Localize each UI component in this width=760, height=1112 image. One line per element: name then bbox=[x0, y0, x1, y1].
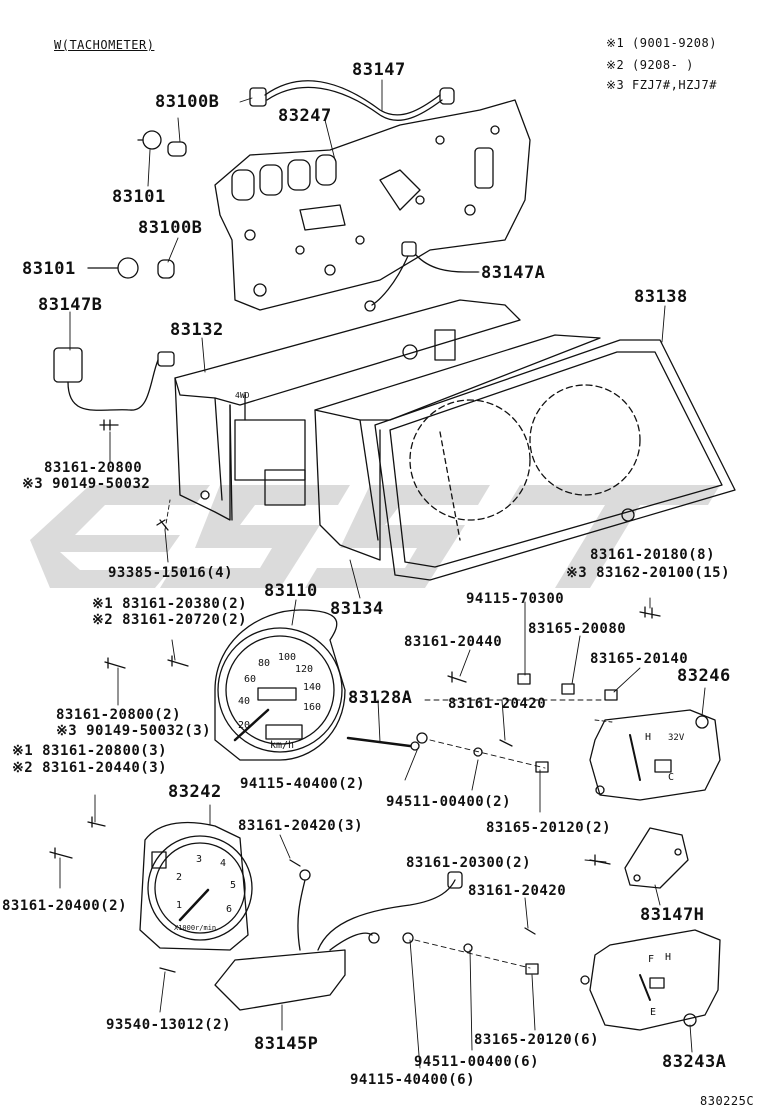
label-83161-20800-3: ※1 83161-20800(3) bbox=[12, 743, 168, 759]
label-94511-00400-6: 94511-00400(6) bbox=[414, 1054, 540, 1070]
bulb-socket-83101-a bbox=[137, 130, 187, 157]
label-83161-20400-2: 83161-20400(2) bbox=[2, 898, 128, 914]
tacho-unit: X1000r/min bbox=[174, 924, 216, 932]
label-90149-50032: ※3 90149-50032 bbox=[22, 476, 151, 492]
label-83165-20140: 83165-20140 bbox=[590, 651, 689, 667]
drawing-code: 830225C bbox=[700, 1094, 755, 1108]
gauge-c: C bbox=[668, 772, 674, 783]
tacho-scale-3: 3 bbox=[196, 854, 202, 865]
tacho-scale-1: 1 bbox=[176, 900, 182, 911]
label-83161-20420-a: 83161-20420 bbox=[448, 696, 547, 712]
note-1: ※1 (9001-9208) bbox=[606, 36, 717, 50]
gauge-h: H bbox=[645, 732, 651, 743]
speedo-scale-20: 20 bbox=[238, 720, 250, 731]
tachometer-83242 bbox=[139, 821, 253, 951]
label-83161-20800-2: 83161-20800(2) bbox=[56, 707, 182, 723]
speedo-scale-140: 140 bbox=[303, 682, 321, 693]
variant-title: W(TACHOMETER) bbox=[54, 38, 155, 52]
bulb-socket-83101-b bbox=[87, 257, 175, 279]
gauge2-h: H bbox=[665, 952, 671, 963]
label-83147H: 83147H bbox=[640, 905, 705, 925]
label-83100B-a: 83100B bbox=[155, 92, 220, 112]
label-83161-20440-3: ※2 83161-20440(3) bbox=[12, 760, 168, 776]
label-94115-40400-2: 94115-40400(2) bbox=[240, 776, 366, 792]
label-83165-20120-6: 83165-20120(6) bbox=[474, 1032, 600, 1048]
gauge-83243A bbox=[580, 929, 721, 1031]
label-83161-20420-3: 83161-20420(3) bbox=[238, 818, 364, 834]
label-93385-15016: 93385-15016(4) bbox=[108, 565, 234, 581]
label-94115-40400-6: 94115-40400(6) bbox=[350, 1072, 476, 1088]
label-83134: 83134 bbox=[330, 599, 384, 619]
printed-circuit-83247 bbox=[214, 99, 531, 311]
label-83165-20120-2: 83165-20120(2) bbox=[486, 820, 612, 836]
speedo-scale-100: 100 bbox=[278, 652, 296, 663]
note-2: ※2 (9208- ) bbox=[606, 58, 694, 72]
label-83110: 83110 bbox=[264, 581, 318, 601]
label-83161-20420-b: 83161-20420 bbox=[468, 883, 567, 899]
speedo-scale-80: 80 bbox=[258, 658, 270, 669]
screws bbox=[49, 419, 661, 975]
label-93540-13012: 93540-13012(2) bbox=[106, 1017, 232, 1033]
meter-glass-83138 bbox=[374, 339, 736, 581]
label-83147: 83147 bbox=[352, 60, 406, 80]
speedo-unit: km/h bbox=[270, 740, 294, 751]
label-83242: 83242 bbox=[168, 782, 222, 802]
connecting-rod-83128A bbox=[346, 736, 420, 751]
circuit-board-83145P bbox=[214, 869, 463, 1011]
label-83161-20800: 83161-20800 bbox=[44, 460, 143, 476]
label-83128A: 83128A bbox=[348, 688, 413, 708]
label-83145P: 83145P bbox=[254, 1034, 319, 1054]
speedo-scale-160: 160 bbox=[303, 702, 321, 713]
label-83247: 83247 bbox=[278, 106, 332, 126]
label-83161-20300-2: 83161-20300(2) bbox=[406, 855, 532, 871]
label-83246: 83246 bbox=[677, 666, 731, 686]
label-83147B: 83147B bbox=[38, 295, 103, 315]
label-94511-00400-2: 94511-00400(2) bbox=[386, 794, 512, 810]
speedo-scale-40: 40 bbox=[238, 696, 250, 707]
label-83161-20440-a: 83161-20440 bbox=[404, 634, 503, 650]
label-83165-20080: 83165-20080 bbox=[528, 621, 627, 637]
gauge-volt: 32V bbox=[668, 733, 685, 743]
wire-harness-83147B bbox=[53, 347, 175, 411]
wire-harness-83147A bbox=[364, 241, 479, 312]
label-94115-70300: 94115-70300 bbox=[466, 591, 565, 607]
label-83132: 83132 bbox=[170, 320, 224, 340]
label-83100B-b: 83100B bbox=[138, 218, 203, 238]
meter-case-83132 bbox=[174, 299, 521, 521]
gauge-83246 bbox=[589, 709, 721, 801]
bracket-83147H bbox=[624, 827, 689, 889]
wire-harness-83147 bbox=[249, 80, 455, 121]
label-83161-20180: 83161-20180(8) bbox=[590, 547, 716, 563]
panel-4wd: 4WD bbox=[235, 391, 250, 400]
label-83147A: 83147A bbox=[481, 263, 546, 283]
label-83101-b: 83101 bbox=[22, 259, 76, 279]
label-90149-50032-3: ※3 90149-50032(3) bbox=[56, 723, 212, 739]
tacho-scale-5: 5 bbox=[230, 880, 236, 891]
leader-lines bbox=[59, 79, 706, 1069]
speedometer-83110 bbox=[214, 609, 346, 761]
tacho-scale-2: 2 bbox=[176, 872, 182, 883]
label-83162-20100: ※3 83162-20100(15) bbox=[566, 565, 731, 581]
gauge2-f: F bbox=[648, 954, 654, 965]
tacho-scale-6: 6 bbox=[226, 904, 232, 915]
speedo-scale-60: 60 bbox=[244, 674, 256, 685]
note-3: ※3 FZJ7#,HZJ7# bbox=[606, 78, 717, 92]
tacho-scale-4: 4 bbox=[220, 858, 226, 869]
gauge2-e: E bbox=[650, 1007, 656, 1018]
label-83161-20720: ※2 83161-20720(2) bbox=[92, 612, 248, 628]
label-83243A: 83243A bbox=[662, 1052, 727, 1072]
watermark-logo bbox=[30, 485, 720, 588]
label-83138: 83138 bbox=[634, 287, 688, 307]
label-83101-a: 83101 bbox=[112, 187, 166, 207]
label-83161-20380: ※1 83161-20380(2) bbox=[92, 596, 248, 612]
speedo-scale-120: 120 bbox=[295, 664, 313, 675]
meter-plate-83134 bbox=[314, 334, 601, 561]
